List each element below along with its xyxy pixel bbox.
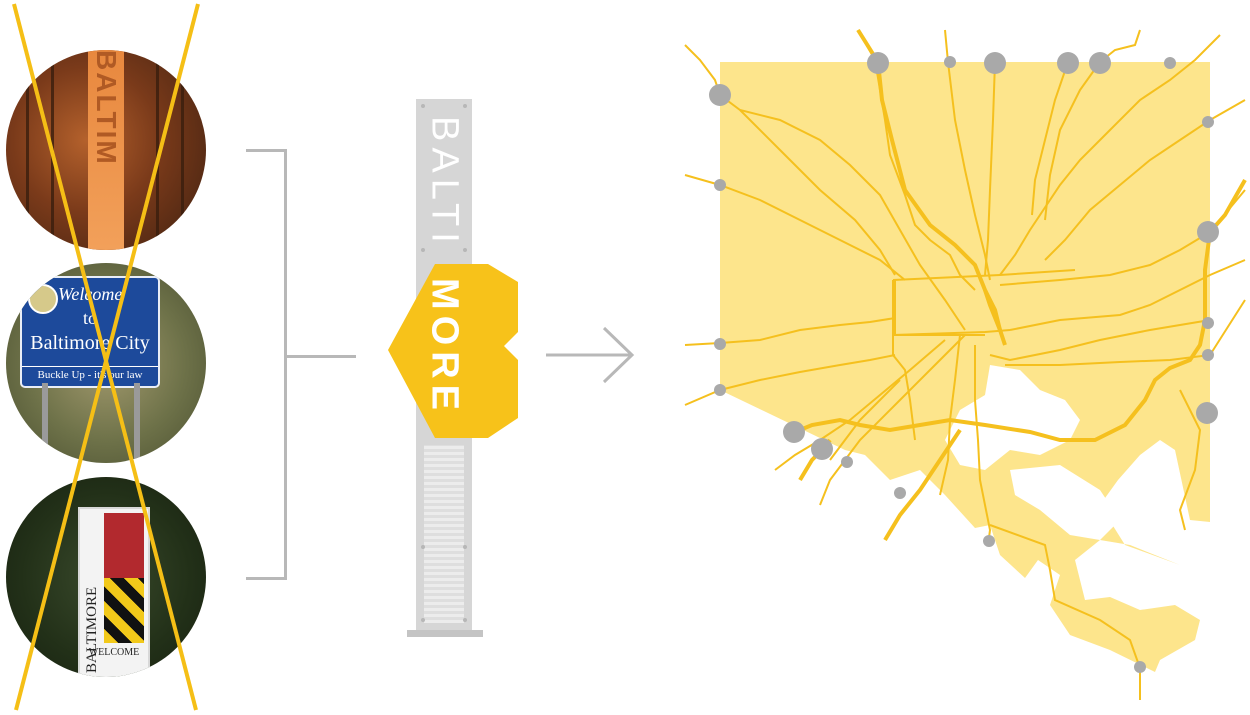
gateway-node [984,52,1006,74]
x-cross-icon [12,3,200,711]
photo-maryland-flag-sign: BALTIMORE WELCOME [6,477,206,677]
balt-tower-sign: BALTIM [88,50,124,250]
monument-textured-panel [424,445,464,623]
gateway-node [1164,57,1176,69]
bracket-connector-line [286,355,356,358]
maryland-flag-sign: BALTIMORE WELCOME [78,507,150,677]
sign-city-text: Baltimore City [30,332,150,354]
grouping-bracket [246,149,287,580]
welcome-to-baltimore-sign: Welcome to Baltimore City Buckle Up - it… [20,276,160,388]
gateway-node [1134,661,1146,673]
monument-yellow-panel [388,264,518,438]
baltimore-map [684,28,1247,700]
gateway-node [894,487,906,499]
sign-post [42,383,48,463]
gateway-node [1057,52,1079,74]
map-city-boundary [720,62,1210,672]
road-network [684,29,1246,700]
gateway-node [1197,221,1219,243]
photo-baltimore-tower-sign: BALTIM [6,50,206,250]
arrow-right-icon [546,326,635,384]
sign-welcome-bottom-text: WELCOME [88,647,140,658]
gateway-node [841,456,853,468]
gateway-node [1196,402,1218,424]
gateway-node [1202,116,1214,128]
gateway-node [867,52,889,74]
gateway-node [714,338,726,350]
city-seal-icon [28,284,58,314]
cross-line-2 [14,3,200,711]
gateway-node [714,179,726,191]
monument-balti-text: BALTI [423,116,466,249]
harbor-water [1010,465,1120,540]
gateway-node [709,84,731,106]
gateway-node [1202,317,1214,329]
gateway-node [944,56,956,68]
sign-law-text: Buckle Up - it's our law [22,366,158,381]
monument-more-text: MORE [423,278,466,416]
gateway-node [783,421,805,443]
yellow-hex-panel [388,264,518,438]
flag-crossland-quarter [104,513,144,578]
sign-post [134,383,140,463]
gateway-node [1089,52,1111,74]
gateway-node [714,384,726,396]
monument-base [407,630,483,637]
gateway-node [811,438,833,460]
gateway-node [983,535,995,547]
gateway-nodes [709,52,1219,673]
gateway-node [1202,349,1214,361]
